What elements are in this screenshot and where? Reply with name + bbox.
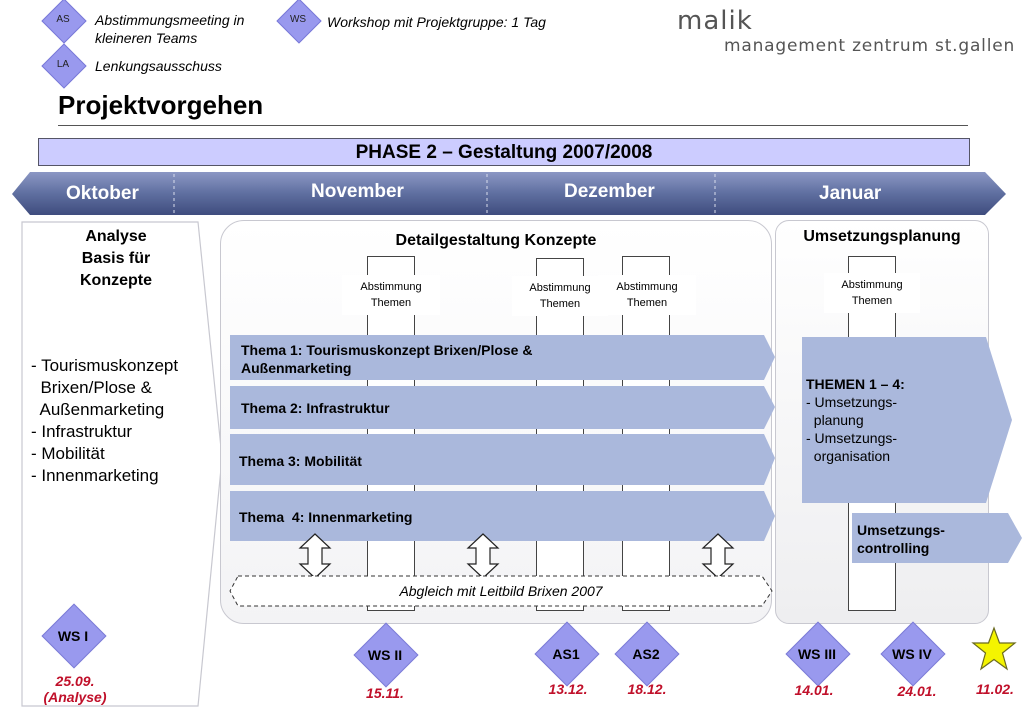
page-title: Projektvorgehen — [58, 90, 264, 120]
analysis-item: - Mobilität — [31, 444, 105, 463]
theme-1-label-line1: Thema 1: Tourismuskonzept Brixen/Plose & — [241, 342, 533, 358]
detail-title: Detailgestaltung Konzepte — [395, 232, 597, 249]
theme-1-label: Thema 1: Tourismuskonzept Brixen/Plose &… — [241, 341, 532, 377]
sync-box-line2: Themen — [626, 297, 668, 309]
malik-logo-subtitle: management zentrum st.gallen — [724, 36, 1016, 56]
implementation-themes-label: THEMEN 1 – 4: - Umsetzungs- planung - Um… — [806, 375, 905, 465]
controlling-arrow — [852, 513, 1022, 563]
analysis-title: Analyse Basis für Konzepte — [40, 226, 192, 292]
legend-as-text-line2: kleineren Teams — [95, 30, 198, 46]
sync-box-line2: Themen — [370, 297, 412, 309]
milestone-label: AS1 — [552, 646, 580, 662]
legend-as-text-line1: Abstimmungsmeeting in — [95, 12, 245, 28]
sync-box-line2: Themen — [539, 298, 581, 310]
month-oktober: Oktober — [66, 183, 139, 204]
sync-box: Abstimmung Themen — [824, 273, 920, 313]
analysis-item: - Tourismuskonzept — [31, 356, 179, 375]
sync-column — [622, 256, 670, 611]
month-januar: Januar — [819, 183, 882, 204]
legend-as-text: Abstimmungsmeeting in kleineren Teams — [95, 11, 244, 47]
milestone-date: 14.01. — [794, 682, 834, 698]
milestone-label: WS II — [367, 647, 403, 663]
sync-box-line2: Themen — [851, 295, 893, 307]
month-dezember: Dezember — [564, 181, 655, 202]
malik-logo: malik — [677, 6, 753, 36]
sync-box-line1: Abstimmung — [360, 281, 422, 293]
controlling-label-line2: controlling — [857, 540, 930, 556]
milestone-date: 11.02. — [976, 681, 1014, 697]
implementation-title: Umsetzungsplanung — [803, 228, 961, 245]
theme-1-label-line2: Außenmarketing — [241, 360, 352, 376]
theme-1-arrow — [230, 335, 775, 380]
milestone-date: 25.09. (Analyse) — [25, 673, 125, 705]
milestone-label: WS III — [797, 646, 837, 662]
timeline-arrow — [12, 172, 1006, 215]
legend-ws-code: WS — [289, 14, 307, 25]
implementation-themes-line: - Umsetzungs- — [806, 394, 898, 410]
legend-as-code: AS — [56, 14, 70, 25]
implementation-themes-line: - Umsetzungs- — [806, 430, 898, 446]
implementation-themes-title: THEMEN 1 – 4: — [806, 376, 905, 392]
milestone-label: WS I — [57, 628, 89, 644]
theme-2-arrow — [230, 386, 775, 429]
theme-3-arrow — [230, 434, 775, 485]
phase-banner: PHASE 2 – Gestaltung 2007/2008 — [38, 138, 970, 166]
title-divider — [58, 125, 968, 126]
implementation-themes-line: organisation — [806, 448, 891, 464]
analysis-item: - Innenmarketing — [31, 466, 159, 485]
analysis-item: Brixen/Plose & — [31, 378, 152, 397]
analysis-title-line1: Analyse — [85, 228, 147, 245]
theme-4-arrow — [230, 491, 775, 541]
legend-la-text: Lenkungsausschuss — [95, 58, 222, 74]
legend-la-code: LA — [56, 59, 70, 70]
sync-box-line1: Abstimmung — [529, 282, 591, 294]
milestone-date: 24.01. — [897, 683, 937, 699]
controlling-label-line1: Umsetzungs- — [857, 522, 945, 538]
leitbild-label: Abgleich mit Leitbild Brixen 2007 — [399, 583, 603, 599]
analysis-title-line3: Konzepte — [80, 272, 152, 289]
sync-box-line1: Abstimmung — [841, 279, 903, 291]
sync-box: Abstimmung Themen — [342, 275, 440, 315]
milestone-date: 13.12. — [548, 681, 588, 697]
controlling-label: Umsetzungs- controlling — [857, 521, 945, 557]
theme-3-label: Thema 3: Mobilität — [239, 453, 362, 469]
analysis-item: Außenmarketing — [31, 400, 165, 419]
milestone-label: AS2 — [632, 646, 660, 662]
analysis-panel — [21, 221, 223, 707]
theme-2-label: Thema 2: Infrastruktur — [241, 400, 390, 416]
milestone-date-line2: (Analyse) — [43, 689, 107, 705]
sync-box-line1: Abstimmung — [616, 281, 678, 293]
analysis-item: - Infrastruktur — [31, 422, 133, 441]
implementation-themes-arrow — [802, 337, 1012, 503]
sync-column — [367, 256, 415, 611]
milestone-label: WS IV — [892, 646, 932, 662]
sync-box: Abstimmung Themen — [598, 275, 696, 315]
milestone-date: 18.12. — [627, 681, 667, 697]
legend-ws-text: Workshop mit Projektgruppe: 1 Tag — [327, 14, 546, 30]
month-november: November — [311, 181, 404, 202]
analysis-title-line2: Basis für — [81, 250, 151, 267]
milestone-date: 15.11. — [366, 685, 404, 701]
milestone-star-icon — [971, 626, 1017, 671]
milestone-date-line1: 25.09. — [55, 673, 95, 689]
implementation-themes-line: planung — [806, 412, 864, 428]
sync-box: Abstimmung Themen — [512, 276, 608, 316]
theme-4-label: Thema 4: Innenmarketing — [239, 509, 413, 525]
leitbild-arrow — [229, 575, 773, 607]
